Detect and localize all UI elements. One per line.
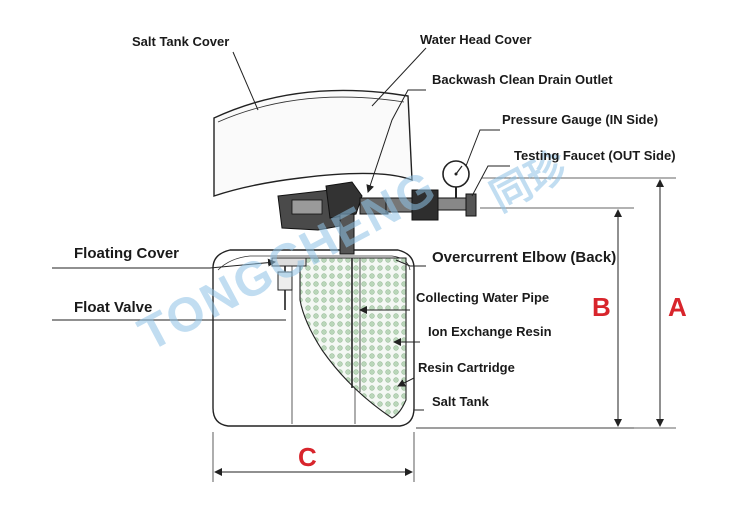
label-collecting-pipe: Collecting Water Pipe bbox=[416, 290, 549, 305]
label-floating-cover: Floating Cover bbox=[74, 245, 179, 262]
water-head bbox=[277, 181, 477, 255]
pressure-gauge bbox=[442, 160, 470, 198]
label-backwash-drain: Backwash Clean Drain Outlet bbox=[432, 72, 613, 87]
label-pressure-gauge: Pressure Gauge (IN Side) bbox=[502, 112, 658, 127]
label-ion-resin: Ion Exchange Resin bbox=[428, 324, 552, 339]
salt-tank-cover bbox=[213, 89, 413, 197]
dimension-c: C bbox=[298, 442, 317, 472]
dimension-a: A bbox=[668, 292, 687, 322]
leader-lines bbox=[52, 47, 676, 429]
label-water-head-cover: Water Head Cover bbox=[420, 32, 532, 47]
labels: Salt Tank Cover Water Head Cover Backwas… bbox=[74, 32, 676, 409]
label-salt-tank: Salt Tank bbox=[432, 394, 490, 409]
label-overcurrent-elbow: Overcurrent Elbow (Back) bbox=[432, 249, 616, 266]
label-float-valve: Float Valve bbox=[74, 299, 152, 316]
dimension-b: B bbox=[592, 292, 611, 322]
dimension-lines bbox=[212, 179, 664, 482]
resin-cartridge bbox=[299, 257, 407, 419]
label-salt-tank-cover: Salt Tank Cover bbox=[132, 34, 229, 49]
label-testing-faucet: Testing Faucet (OUT Side) bbox=[514, 148, 676, 163]
label-resin-cartridge: Resin Cartridge bbox=[418, 360, 515, 375]
dimension-letters: A B C bbox=[298, 292, 687, 472]
